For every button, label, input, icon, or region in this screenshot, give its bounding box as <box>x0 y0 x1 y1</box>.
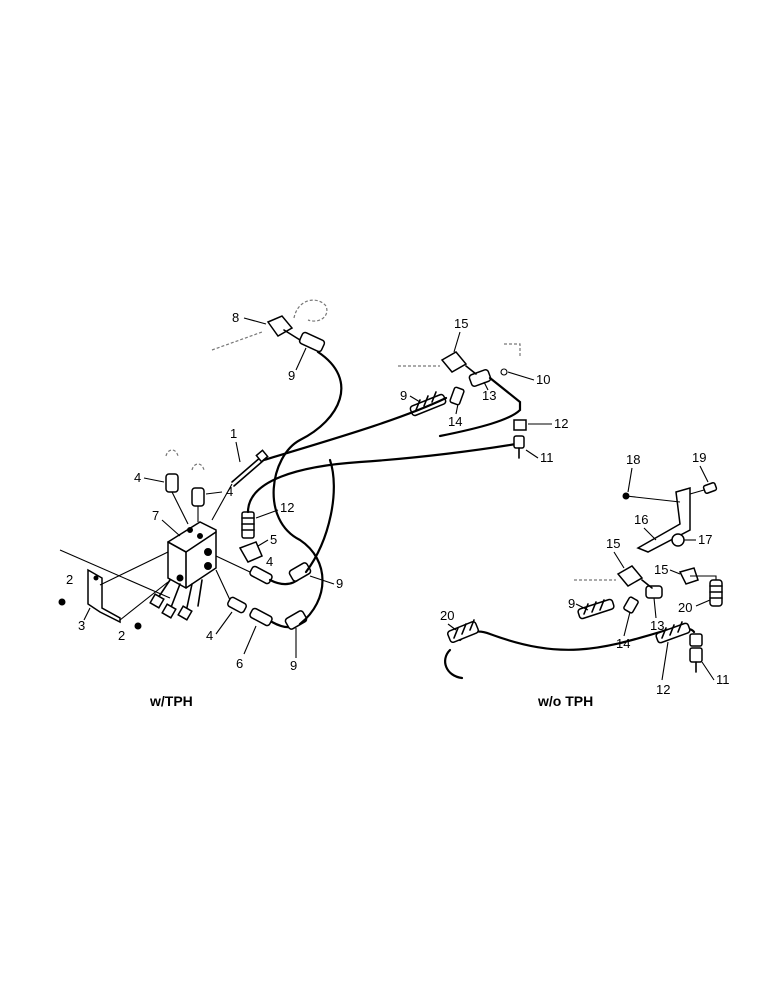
callout-9: 9 <box>568 596 575 611</box>
tee-fitting-15-upper <box>262 343 527 462</box>
callout-9: 9 <box>288 368 295 383</box>
tee-fitting-15-lower <box>574 565 723 620</box>
callout-8: 8 <box>232 310 239 325</box>
callout-12: 12 <box>656 682 670 697</box>
callout-18: 18 <box>626 452 640 467</box>
callout-9: 9 <box>336 576 343 591</box>
callout-labels: 1 2 2 3 4 4 4 4 5 6 7 8 9 9 9 9 9 10 11 … <box>66 310 730 697</box>
callout-13: 13 <box>482 388 496 403</box>
callout-2: 2 <box>66 572 73 587</box>
callout-3: 3 <box>78 618 85 633</box>
hose-runs-left <box>272 350 343 626</box>
callout-11: 11 <box>540 450 554 465</box>
callout-4: 4 <box>266 554 273 569</box>
valve-block-assembly <box>58 449 312 630</box>
callout-20: 20 <box>440 608 454 623</box>
callout-15: 15 <box>654 562 668 577</box>
hose-fitting-12-left <box>241 442 518 539</box>
callout-7: 7 <box>152 508 159 523</box>
callout-2: 2 <box>118 628 125 643</box>
callout-16: 16 <box>634 512 648 527</box>
callout-4: 4 <box>226 484 233 499</box>
callout-14: 14 <box>616 636 630 651</box>
callout-20: 20 <box>678 600 692 615</box>
callout-17: 17 <box>698 532 712 547</box>
caption-with-tph: w/TPH <box>149 693 193 709</box>
callout-4: 4 <box>206 628 213 643</box>
callout-10: 10 <box>536 372 550 387</box>
callout-12: 12 <box>554 416 568 431</box>
tee-fitting-8 <box>211 299 328 353</box>
callout-5: 5 <box>270 532 277 547</box>
callout-9: 9 <box>400 388 407 403</box>
callout-12: 12 <box>280 500 294 515</box>
callout-15: 15 <box>454 316 468 331</box>
callout-15: 15 <box>606 536 620 551</box>
callout-9: 9 <box>290 658 297 673</box>
callout-1: 1 <box>230 426 237 441</box>
callout-4: 4 <box>134 470 141 485</box>
callout-11: 11 <box>716 672 730 687</box>
bracket-assembly-right <box>622 482 718 553</box>
callout-19: 19 <box>692 450 706 465</box>
callout-6: 6 <box>236 656 243 671</box>
callout-13: 13 <box>650 618 664 633</box>
hose-run-right <box>444 619 703 680</box>
callout-14: 14 <box>448 414 462 429</box>
caption-without-tph: w/o TPH <box>537 693 593 709</box>
